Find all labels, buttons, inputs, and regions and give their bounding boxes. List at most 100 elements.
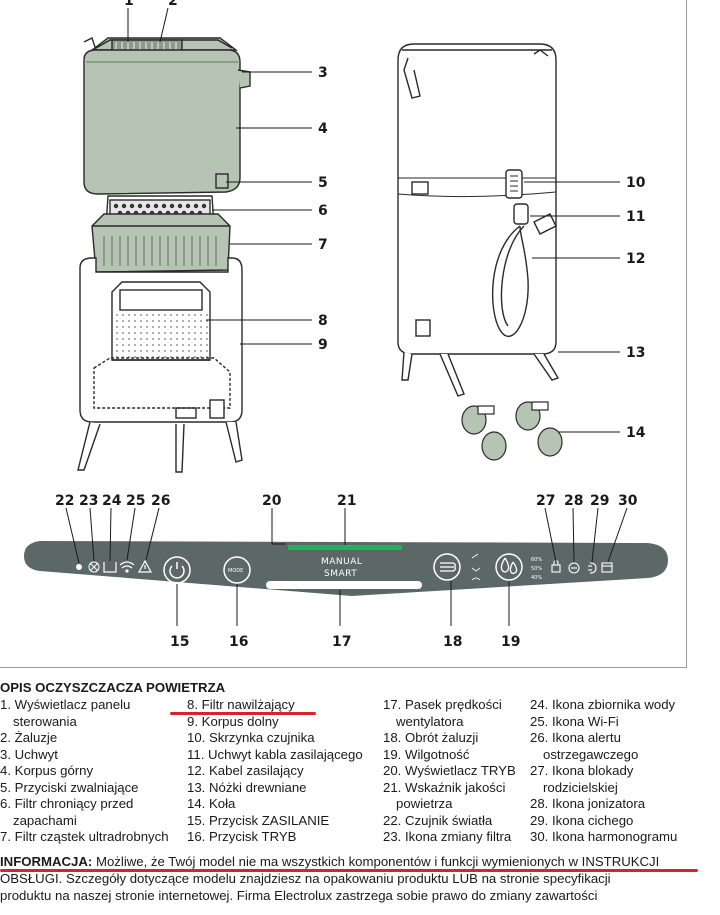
louvre-angle-icons — [471, 553, 481, 581]
quiet-mode-icon — [588, 562, 597, 574]
legend-item: powietrza — [396, 796, 453, 811]
legend-item: wentylatora — [396, 713, 464, 729]
legend-item: 23. Ikona zmiany filtra — [383, 829, 512, 844]
legend-item: 8. Filtr nawilżający — [187, 697, 295, 712]
callout-7: 7 — [318, 237, 328, 253]
callout-11: 11 — [626, 209, 645, 225]
diagram-frame — [0, 0, 687, 668]
legend-item: 30. Ikona harmonogramu — [530, 829, 678, 844]
panel-callout-lines — [65, 507, 628, 626]
legend-item: 22. Czujnik światła — [383, 812, 493, 828]
callout-9: 9 — [318, 337, 328, 353]
legend-column-2: 8. Filtr nawilżający 9. Korpus dolny 10.… — [187, 697, 387, 846]
callout-18: 18 — [443, 634, 462, 650]
legend-item: 14. Koła — [187, 796, 236, 811]
panel-callout-numbers: 22 23 24 25 26 20 21 27 28 29 30 15 16 1… — [55, 493, 638, 650]
callout-28: 28 — [564, 493, 583, 509]
legend-item: 12. Kabel zasilający — [187, 763, 304, 778]
callout-25: 25 — [126, 493, 145, 509]
louvre-rotation-icon — [440, 562, 456, 572]
legend-column-3: 17. Pasek prędkości wentylatora 18. Obró… — [383, 697, 533, 846]
legend-item: 27. Ikona blokady — [530, 763, 634, 778]
mode-label: MODE — [228, 568, 243, 574]
product-diagram: 1 2 3 4 5 6 7 8 9 — [24, 0, 668, 650]
info-line-1: Możliwe, że Twój model nie ma wszystkich… — [92, 854, 660, 869]
air-quality-indicator — [288, 545, 402, 550]
callout-24: 24 — [102, 493, 122, 509]
legend-item: 20. Wyświetlacz TRYB — [383, 763, 516, 778]
legend-item: 6. Filtr chroniący przed — [0, 796, 134, 811]
legend-item: zapachami — [13, 812, 77, 828]
wifi-icon — [119, 561, 135, 573]
legend-item: 9. Korpus dolny — [187, 713, 279, 729]
legend-column-1: 1. Wyświetlacz panelu sterowania 2. Żalu… — [0, 697, 180, 846]
legend-item: 5. Przyciski zwalniające — [0, 779, 139, 795]
legend-item: 17. Pasek prędkości — [383, 697, 502, 712]
legend-column-4: 24. Ikona zbiornika wody 25. Ikona Wi-Fi… — [530, 697, 720, 846]
legend-item: 4. Korpus górny — [0, 763, 94, 778]
warning-alert-icon — [137, 559, 153, 573]
caster-wheels-illustration — [461, 401, 563, 461]
filter-underline — [170, 712, 316, 715]
callout-20: 20 — [262, 493, 282, 509]
callout-13: 13 — [626, 345, 645, 361]
power-icon — [169, 562, 185, 579]
info-underline — [0, 869, 698, 872]
ultrafine-filter-illustration — [91, 213, 231, 273]
light-sensor-icon — [76, 564, 82, 570]
right-callout-numbers: 10 11 12 13 14 — [626, 175, 646, 441]
left-callout-lines — [127, 7, 312, 345]
mode-button[interactable]: MODE — [223, 556, 251, 584]
callout-29: 29 — [590, 493, 609, 509]
legend-item: 16. Przycisk TRYB — [187, 829, 297, 844]
legend-item: 25. Ikona Wi-Fi — [530, 713, 619, 729]
legend-item: 15. Przycisk ZASILANIE — [187, 812, 330, 828]
smart-label: SMART — [324, 569, 357, 579]
legend-title: OPIS OCZYSZCZACZA POWIETRZA — [0, 680, 226, 695]
legend-item: 7. Filtr cząstek ultradrobnych — [0, 829, 169, 844]
filter-change-icon — [88, 561, 100, 573]
info-line-3: produktu na naszej stronie internetowej.… — [0, 888, 598, 903]
callout-15: 15 — [170, 634, 189, 650]
callout-3: 3 — [318, 65, 328, 81]
callout-23: 23 — [79, 493, 98, 509]
legend-item: 21. Wskaźnik jakości — [383, 779, 506, 795]
info-line-2: OBSŁUGI. Szczegóły dotyczące modelu znaj… — [0, 871, 611, 886]
callout-8: 8 — [318, 313, 328, 329]
humidity-level-60: 60% — [531, 557, 542, 563]
water-tank-icon — [103, 562, 117, 573]
legend-item: 1. Wyświetlacz panelu — [0, 697, 131, 712]
callout-26: 26 — [151, 493, 170, 509]
callout-22: 22 — [55, 493, 74, 509]
legend-item: sterowania — [13, 713, 77, 729]
legend-item: 18. Obrót żaluzji — [383, 730, 479, 745]
upper-body-illustration — [83, 37, 251, 195]
ionizer-icon — [568, 562, 580, 574]
power-button[interactable] — [163, 556, 191, 584]
legend-item: 29. Ikona cichego — [530, 812, 634, 828]
control-panel: MANUAL SMART MODE — [24, 541, 668, 596]
callout-14: 14 — [626, 425, 646, 441]
callout-19: 19 — [501, 634, 520, 650]
legend-item: 13. Nóżki drewniane — [187, 779, 307, 795]
callout-10: 10 — [626, 175, 646, 191]
legend-item: ostrzegawczego — [543, 746, 639, 762]
callout-21: 21 — [337, 493, 356, 509]
fan-speed-bar[interactable] — [266, 581, 422, 589]
humidity-button[interactable] — [495, 553, 523, 581]
right-callout-lines — [524, 181, 620, 433]
legend-item: 2. Żaluzje — [0, 730, 58, 745]
info-note: INFORMACJA: Możliwe, że Twój model nie m… — [0, 853, 720, 904]
callout-17: 17 — [332, 634, 351, 650]
legend-item: rodzicielskiej — [543, 779, 618, 795]
humidity-level-50: 50% — [531, 566, 542, 572]
louvre-rotation-button[interactable] — [433, 553, 461, 581]
legend-item: 28. Ikona jonizatora — [530, 796, 646, 811]
legend-item: 3. Uchwyt — [0, 746, 58, 762]
callout-16: 16 — [229, 634, 248, 650]
legend-item: 10. Skrzynka czujnika — [187, 730, 315, 745]
legend-item: 19. Wilgotność — [383, 746, 470, 762]
lower-body-illustration — [77, 257, 243, 473]
info-label: INFORMACJA: — [0, 854, 93, 869]
callout-4: 4 — [318, 121, 328, 137]
